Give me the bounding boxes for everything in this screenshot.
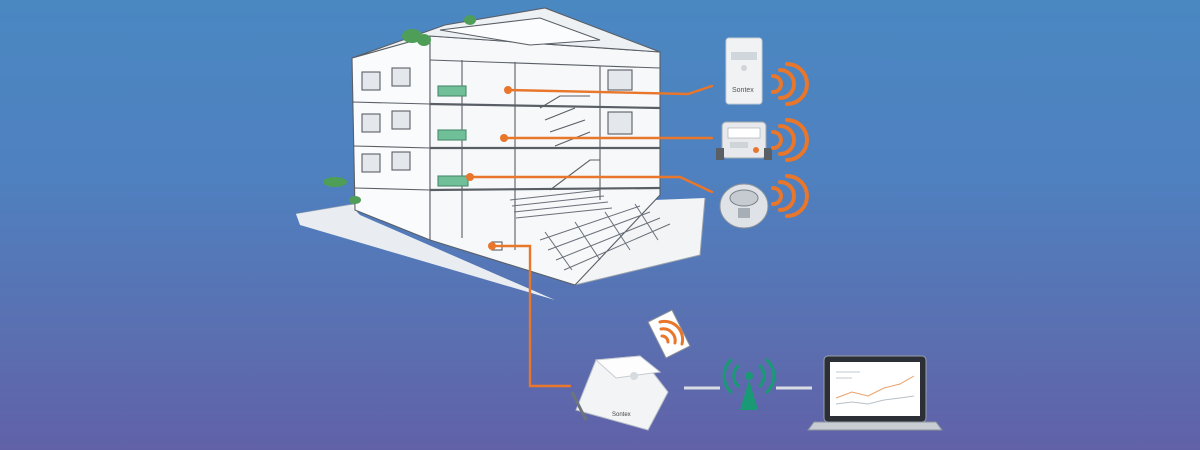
floor-tiles xyxy=(509,189,671,271)
svg-text:Sontex: Sontex xyxy=(612,412,631,418)
connection-nodes xyxy=(466,86,512,250)
connection-radiator-meter xyxy=(468,175,714,194)
signal-waves-radiator-meter xyxy=(771,174,809,218)
svg-text:Sontex: Sontex xyxy=(732,87,754,94)
laptop-icon xyxy=(807,355,943,431)
node-radiator-meter xyxy=(466,173,474,181)
meter-connections xyxy=(468,84,714,388)
signal-waves-water-meter xyxy=(771,118,809,162)
wireless-card-icon xyxy=(647,309,691,359)
gateway-icon: Sontex xyxy=(570,355,669,431)
building-cutaway xyxy=(295,7,706,300)
rooftop-plants xyxy=(323,15,476,204)
node-heat-meter xyxy=(504,86,512,94)
signal-waves-heat-meter xyxy=(771,62,809,106)
laptop-screen-graph xyxy=(835,371,915,405)
heat-meter-icon: Sontex xyxy=(725,37,763,105)
radio-tower-icon xyxy=(722,358,776,410)
building-windows xyxy=(361,67,633,173)
connection-heat-meter xyxy=(506,84,714,96)
radiator-meter-icon xyxy=(719,183,769,229)
node-water-meter xyxy=(500,134,508,142)
bath-fixtures xyxy=(437,85,469,187)
node-gateway-origin xyxy=(488,242,496,250)
connection-gateway xyxy=(490,244,572,388)
water-meter-icon xyxy=(716,121,772,160)
